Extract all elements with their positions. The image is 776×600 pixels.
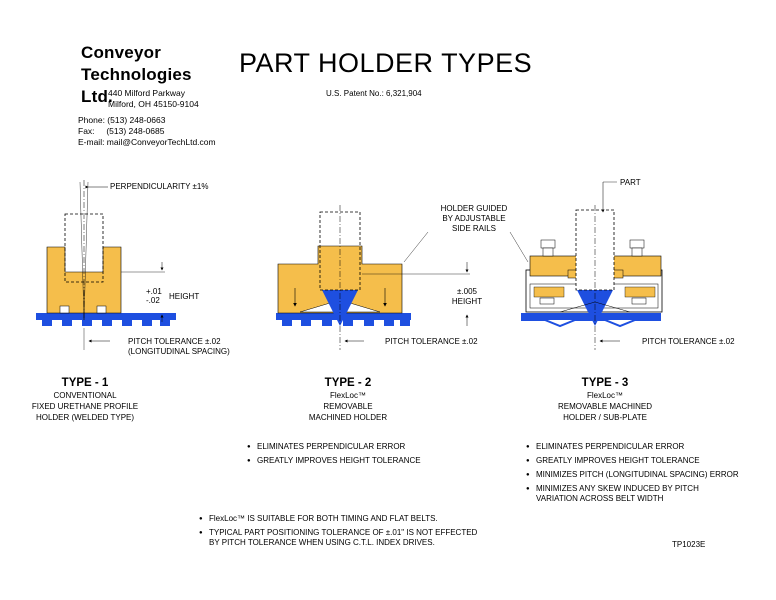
height2-tol: ±.005 bbox=[457, 287, 477, 296]
type1-line1: CONVENTIONAL bbox=[53, 391, 117, 400]
part-callout: PART bbox=[620, 178, 641, 187]
company-name: Conveyor Technologies Ltd. bbox=[81, 42, 192, 108]
company-name-line2: Technologies bbox=[81, 65, 192, 84]
company-name-line1: Conveyor bbox=[81, 43, 162, 62]
guided-line2: BY ADJUSTABLE bbox=[442, 214, 506, 223]
phone-text: Phone: (513) 248-0663 bbox=[78, 115, 166, 125]
note-item-continuation: BY PITCH TOLERANCE WHEN USING C.T.L. IND… bbox=[209, 538, 435, 547]
type2-line1: FlexLoc™ bbox=[329, 391, 366, 400]
height1-plus: +.01 bbox=[146, 287, 162, 296]
type2-line2: REMOVABLE bbox=[323, 402, 373, 411]
list-item: GREATLY IMPROVES HEIGHT TOLERANCE bbox=[247, 456, 421, 466]
type3-screws bbox=[539, 239, 647, 305]
list-item: MINIMIZES PITCH (LONGITUDINAL SPACING) E… bbox=[526, 470, 739, 480]
guided-callout: HOLDER GUIDED BY ADJUSTABLE SIDE RAILS bbox=[424, 204, 524, 234]
type1-belt bbox=[36, 313, 176, 320]
note-item: FlexLoc™ IS SUITABLE FOR BOTH TIMING AND… bbox=[199, 514, 477, 524]
pitch3-callout: PITCH TOLERANCE ±.02 bbox=[642, 337, 735, 346]
fax-text: Fax: (513) 248-0685 bbox=[78, 126, 165, 136]
notes-list: FlexLoc™ IS SUITABLE FOR BOTH TIMING AND… bbox=[199, 514, 477, 552]
note-item: TYPICAL PART POSITIONING TOLERANCE OF ±.… bbox=[199, 528, 477, 538]
type2-heading: TYPE - 2 bbox=[324, 377, 372, 389]
height1-label: HEIGHT bbox=[169, 292, 200, 301]
patent-number: U.S. Patent No.: 6,321,904 bbox=[326, 89, 422, 98]
pitch1-line1: PITCH TOLERANCE ±.02 bbox=[128, 337, 221, 346]
list-item: ELIMINATES PERPENDICULAR ERROR bbox=[526, 442, 739, 452]
list-item: ELIMINATES PERPENDICULAR ERROR bbox=[247, 442, 421, 452]
type1-line3: HOLDER (WELDED TYPE) bbox=[35, 413, 135, 422]
guided-line3: SIDE RAILS bbox=[451, 224, 496, 233]
list-item: MINIMIZES ANY SKEW INDUCED BY PITCH bbox=[526, 484, 739, 494]
list-item: GREATLY IMPROVES HEIGHT TOLERANCE bbox=[526, 456, 739, 466]
page-title: PART HOLDER TYPES bbox=[239, 48, 533, 78]
guided-line1: HOLDER GUIDED bbox=[440, 204, 508, 213]
type3-line3: HOLDER / SUB-PLATE bbox=[563, 413, 647, 422]
type3-heading: TYPE - 3 bbox=[581, 377, 629, 389]
pitch2-callout: PITCH TOLERANCE ±.02 bbox=[385, 337, 478, 346]
email-link[interactable]: E-mail: mail@ConveyorTechLtd.com bbox=[78, 137, 216, 147]
type3-line1: FlexLoc™ bbox=[586, 391, 623, 400]
company-name-line3: Ltd. bbox=[81, 87, 113, 106]
type2-belt-teeth bbox=[282, 318, 410, 326]
pitch1-line2: (LONGITUDINAL SPACING) bbox=[128, 347, 230, 356]
list-item-continuation: VARIATION ACROSS BELT WIDTH bbox=[536, 494, 664, 503]
address-line2: Milford, OH 45150-9104 bbox=[108, 99, 199, 109]
company-contact: Phone: (513) 248-0663 Fax: (513) 248-068… bbox=[78, 115, 216, 148]
type1-belt-teeth bbox=[42, 318, 170, 326]
address-line1: 440 Milford Parkway bbox=[108, 88, 186, 98]
type1-heading: TYPE - 1 bbox=[61, 377, 109, 389]
type3-line2: REMOVABLE MACHINED bbox=[557, 402, 653, 411]
type1-line2: FIXED URETHANE PROFILE bbox=[31, 402, 139, 411]
type2-drawing bbox=[276, 205, 529, 350]
height2-label: HEIGHT bbox=[451, 297, 483, 306]
document-code: TP1023E bbox=[672, 540, 706, 549]
perpendicularity-callout: PERPENDICULARITY ±1% bbox=[110, 182, 209, 191]
type1-drawing bbox=[36, 180, 176, 350]
type2-benefits-list: ELIMINATES PERPENDICULAR ERROR GREATLY I… bbox=[247, 442, 421, 470]
company-address: 440 Milford Parkway Milford, OH 45150-91… bbox=[108, 88, 199, 110]
type3-benefits-list: ELIMINATES PERPENDICULAR ERROR GREATLY I… bbox=[526, 442, 739, 508]
type3-drawing bbox=[521, 181, 663, 350]
type2-line3: MACHINED HOLDER bbox=[308, 413, 388, 422]
height1-minus: -.02 bbox=[146, 296, 160, 305]
type1-description: TYPE - 1 CONVENTIONAL FIXED URETHANE PRO… bbox=[20, 377, 150, 423]
type2-description: TYPE - 2 FlexLoc™ REMOVABLE MACHINED HOL… bbox=[283, 377, 413, 423]
type3-description: TYPE - 3 FlexLoc™ REMOVABLE MACHINED HOL… bbox=[540, 377, 670, 423]
